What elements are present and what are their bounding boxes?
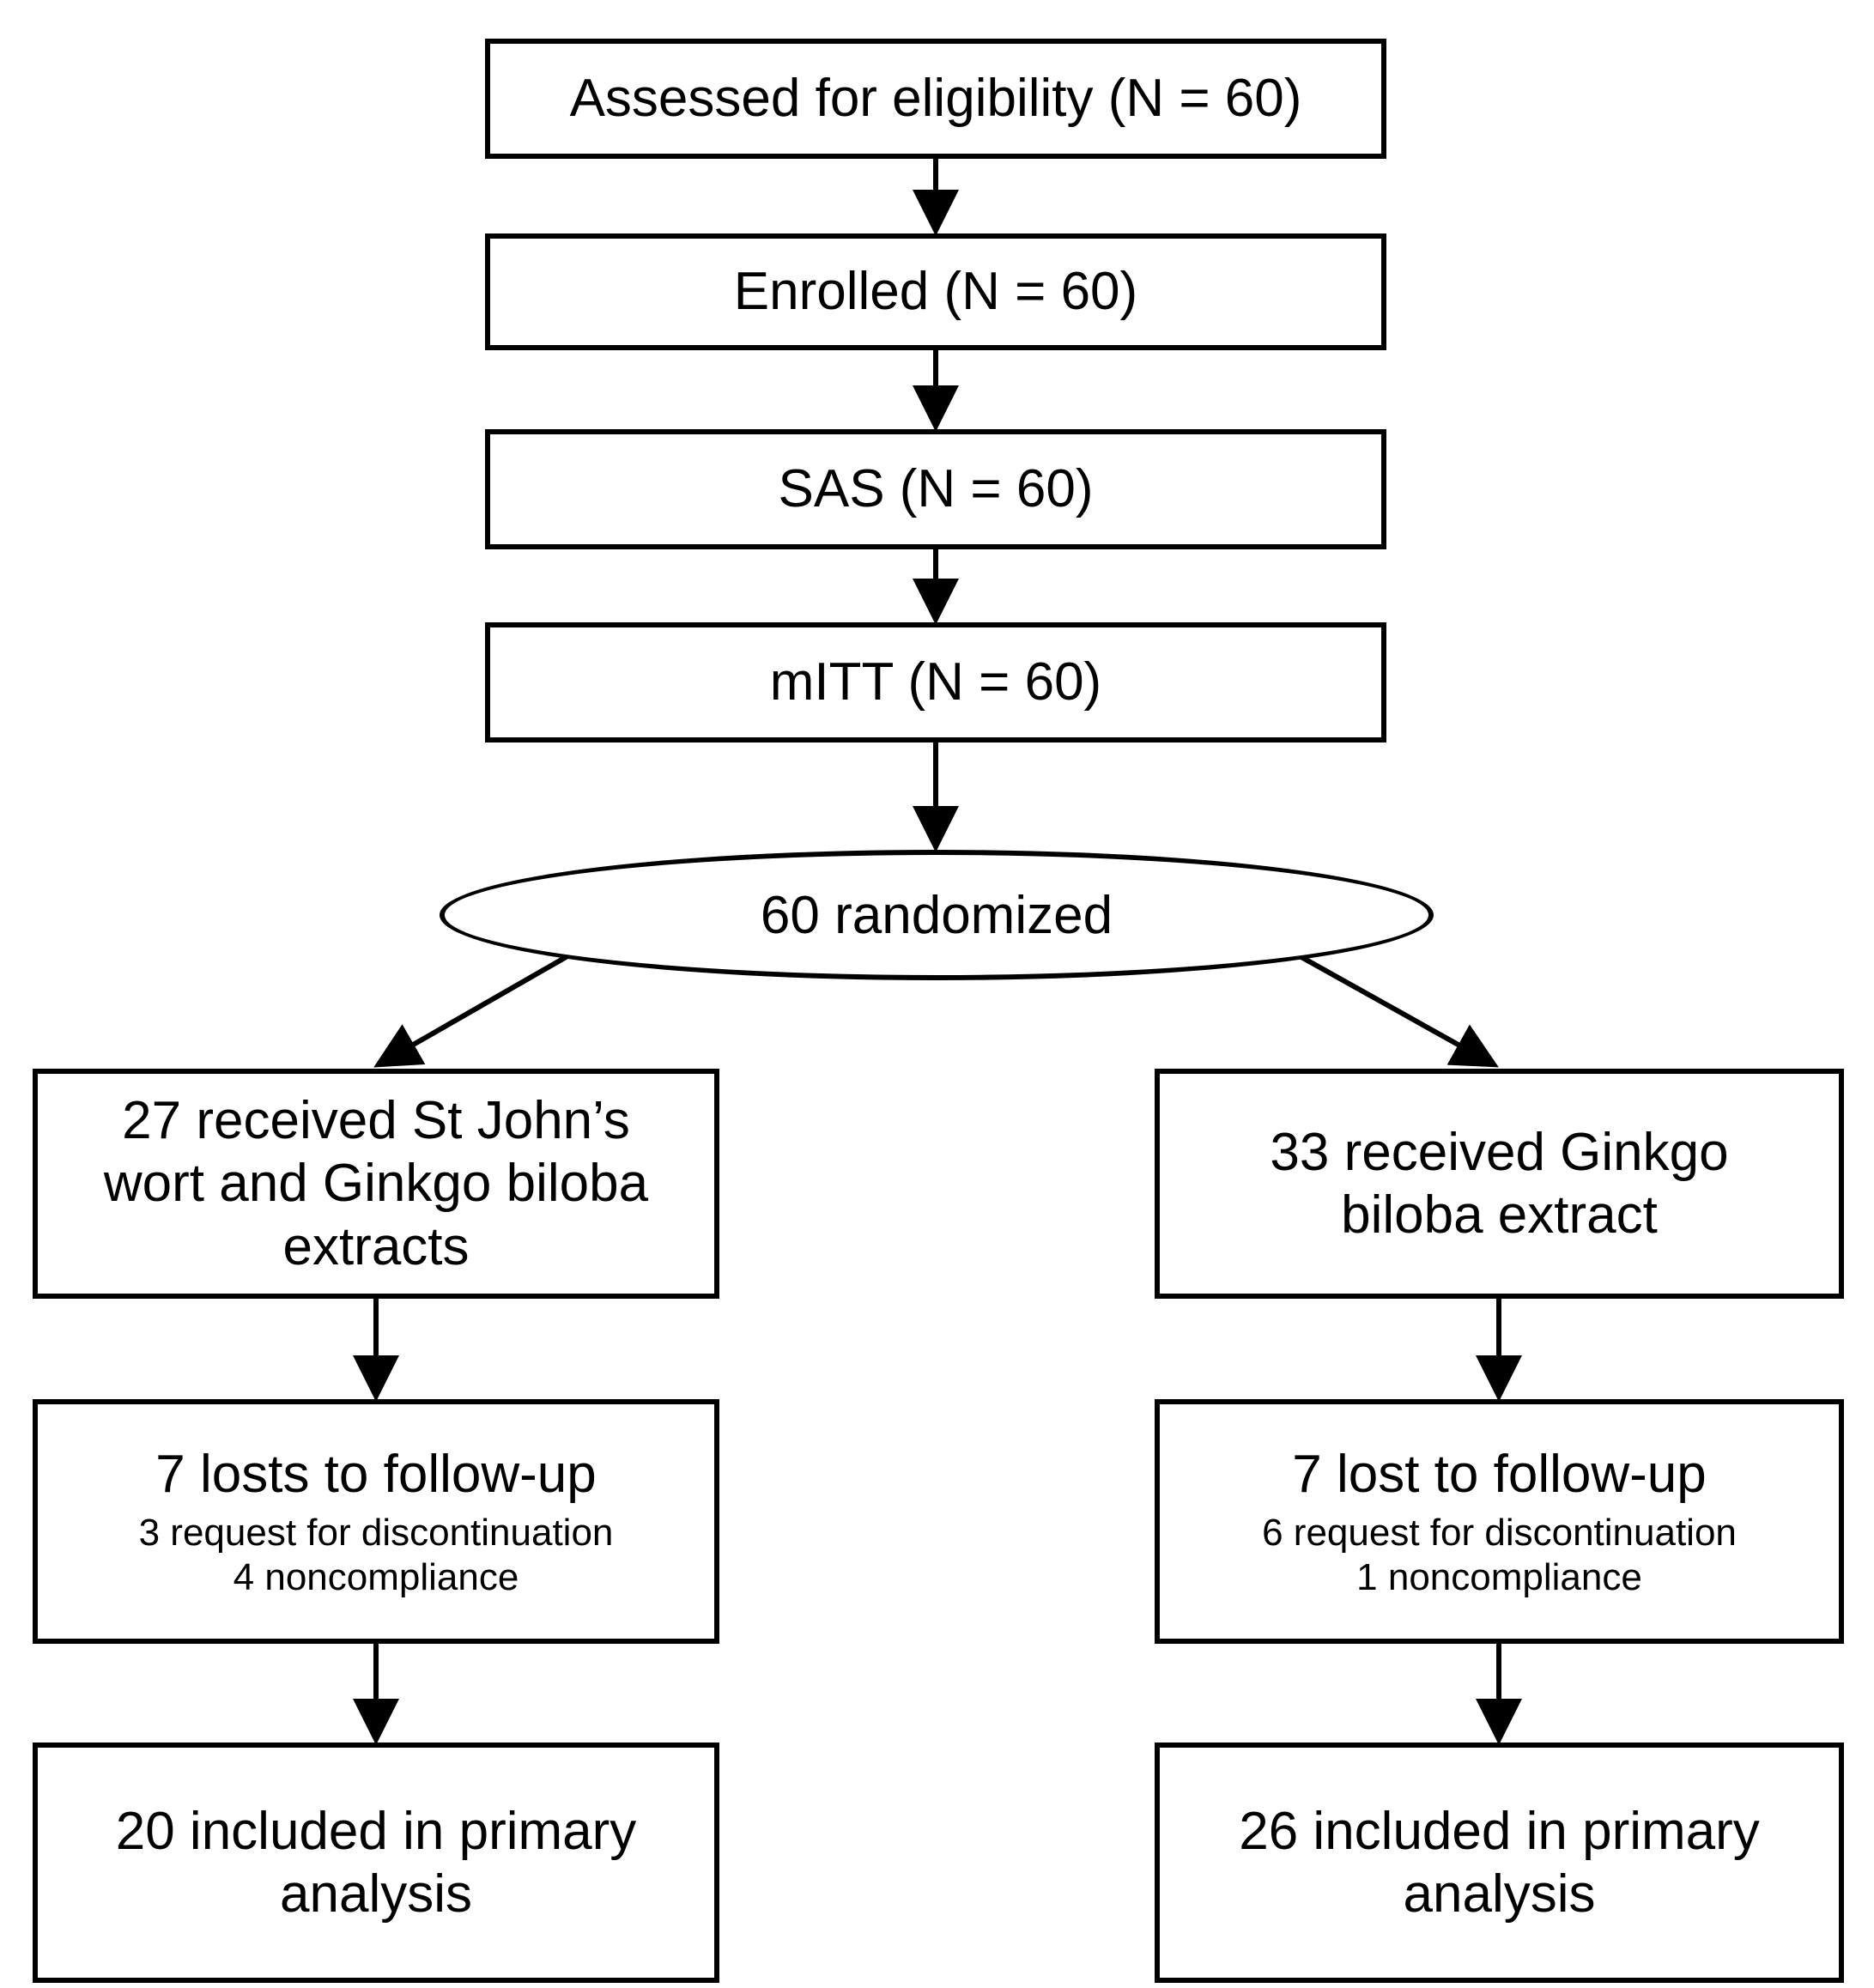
node-arm-left-line3: extracts — [282, 1216, 470, 1276]
node-analysis-left-line2: analysis — [280, 1864, 472, 1924]
node-sas: SAS (N = 60) — [485, 429, 1386, 549]
node-mitt: mITT (N = 60) — [485, 622, 1386, 742]
node-analysis-right-line1: 26 included in primary — [1239, 1801, 1760, 1861]
node-lost-left-reason2: 4 noncompliance — [233, 1556, 519, 1599]
node-randomized: 60 randomized — [440, 850, 1434, 980]
node-arm-right-lost-to-followup: 7 lost to follow-up 6 request for discon… — [1155, 1399, 1844, 1644]
node-arm-right-line1: 33 received Ginkgo — [1270, 1122, 1729, 1182]
node-arm-left-primary-analysis: 20 included in primary analysis — [33, 1743, 719, 1983]
arrow-randomized-to-arm-right — [1292, 950, 1499, 1068]
node-arm-right-treatment: 33 received Ginkgo biloba extract — [1155, 1069, 1844, 1299]
node-mitt-label: mITT (N = 60) — [769, 652, 1102, 712]
node-lost-right-reason2: 1 noncompliance — [1356, 1556, 1642, 1599]
node-analysis-right-line2: analysis — [1403, 1864, 1596, 1924]
node-arm-right-primary-analysis: 26 included in primary analysis — [1155, 1743, 1844, 1983]
node-enrolled: Enrolled (N = 60) — [485, 233, 1386, 350]
node-arm-left-line2: wort and Ginkgo biloba — [103, 1154, 649, 1214]
node-arm-left-treatment: 27 received St John’s wort and Ginkgo bi… — [33, 1069, 719, 1299]
node-sas-label: SAS (N = 60) — [778, 459, 1094, 519]
node-lost-right-heading: 7 lost to follow-up — [1292, 1445, 1707, 1505]
node-lost-left-heading: 7 losts to follow-up — [155, 1445, 597, 1505]
node-arm-left-lost-to-followup: 7 losts to follow-up 3 request for disco… — [33, 1399, 719, 1644]
node-assessed-label: Assessed for eligibility (N = 60) — [569, 69, 1302, 129]
node-arm-right-line2: biloba extract — [1341, 1185, 1658, 1245]
node-lost-left-reason1: 3 request for discontinuation — [138, 1512, 614, 1555]
node-analysis-left-line1: 20 included in primary — [115, 1801, 637, 1861]
arrow-randomized-to-arm-left — [373, 950, 575, 1068]
node-enrolled-label: Enrolled (N = 60) — [733, 262, 1138, 322]
node-assessed-for-eligibility: Assessed for eligibility (N = 60) — [485, 39, 1386, 159]
node-lost-right-reason1: 6 request for discontinuation — [1262, 1512, 1737, 1555]
node-arm-left-line1: 27 received St John’s — [122, 1091, 630, 1151]
node-randomized-label: 60 randomized — [760, 885, 1113, 945]
